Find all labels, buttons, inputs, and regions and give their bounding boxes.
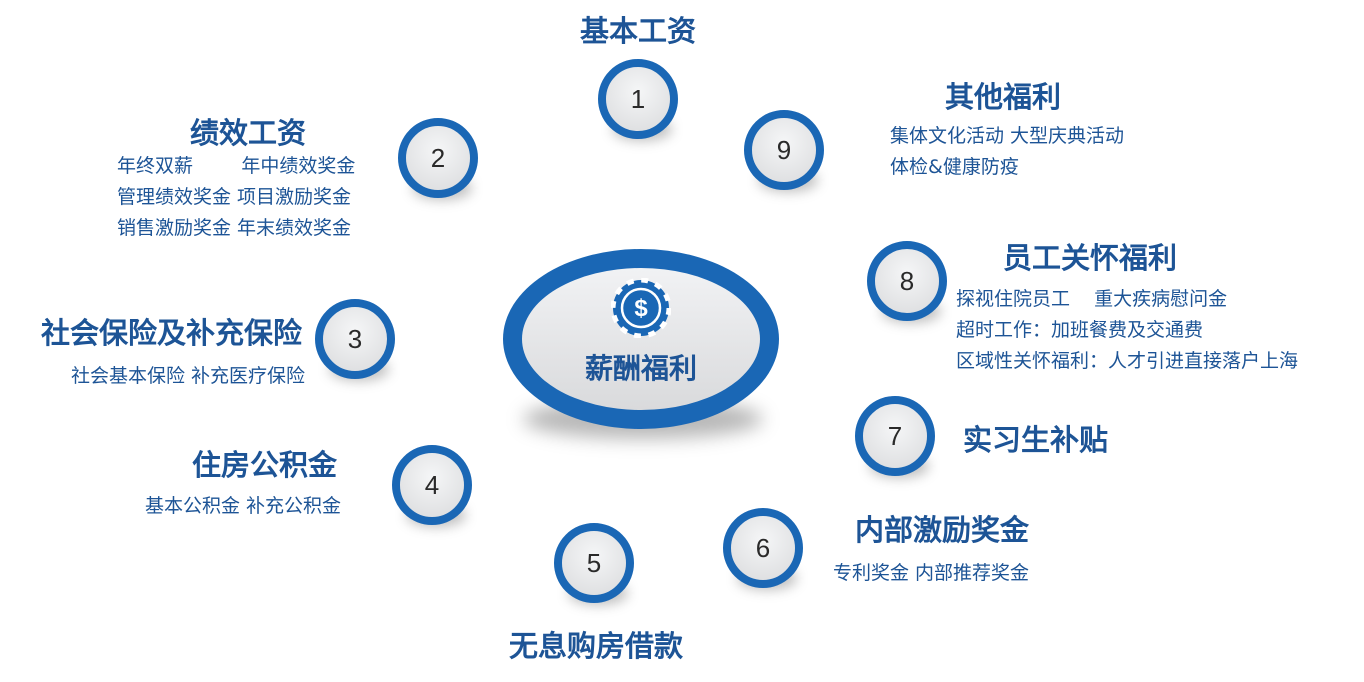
node-2-detail-line: 管理绩效奖金 项目激励奖金 <box>117 186 352 208</box>
node-5-interest-free-loan: 5 <box>554 523 634 605</box>
node-circle: 9 <box>744 110 824 190</box>
node-4-detail-line: 基本公积金 补充公积金 <box>145 495 342 517</box>
node-8-detail-line: 区域性关怀福利：人才引进直接落户上海 <box>956 350 1299 372</box>
node-number: 2 <box>430 142 446 173</box>
center-ellipse <box>503 249 779 429</box>
node-1-title: 基本工资 <box>579 14 696 48</box>
node-circle: 1 <box>598 59 678 139</box>
node-number: 3 <box>347 323 363 354</box>
node-circle: 6 <box>723 508 803 588</box>
node-2-detail-line: 年终双薪 年中绩效奖金 <box>117 155 356 177</box>
center-hub: $ 薪酬福利 <box>503 249 779 439</box>
node-number: 7 <box>887 420 903 451</box>
node-4-housing-fund: 4 <box>392 445 472 527</box>
node-circle: 5 <box>554 523 634 603</box>
node-number: 9 <box>776 134 792 165</box>
svg-text:$: $ <box>634 295 648 322</box>
dollar-chip-icon: $ <box>611 278 671 338</box>
node-8-detail-line: 超时工作：加班餐费及交通费 <box>956 319 1204 341</box>
node-number: 6 <box>755 532 771 563</box>
node-circle: 8 <box>867 241 947 321</box>
node-6-detail-line: 专利奖金 内部推荐奖金 <box>833 562 1030 584</box>
node-2-title: 绩效工资 <box>190 116 307 150</box>
node-8-detail-line: 探视住院员工 重大疾病慰问金 <box>956 288 1228 310</box>
node-2-performance-pay: 2 <box>398 118 478 200</box>
node-7-intern-allowance: 7 <box>855 396 935 478</box>
node-5-title: 无息购房借款 <box>508 629 683 663</box>
node-number: 1 <box>630 83 646 114</box>
node-6-title: 内部激励奖金 <box>855 513 1030 547</box>
node-circle: 7 <box>855 396 935 476</box>
node-8-title: 员工关怀福利 <box>1003 241 1178 275</box>
node-3-social-insurance: 3 <box>315 299 395 381</box>
node-6-internal-bonus: 6 <box>723 508 803 590</box>
node-number: 8 <box>899 265 915 296</box>
node-9-detail-line: 体检&健康防疫 <box>890 156 1019 178</box>
node-1-basic-salary: 1 <box>598 59 678 141</box>
node-9-other-benefits: 9 <box>744 110 824 192</box>
node-7-title: 实习生补贴 <box>963 423 1109 457</box>
node-8-employee-care: 8 <box>867 241 947 323</box>
node-9-title: 其他福利 <box>945 80 1062 114</box>
node-9-detail-line: 集体文化活动 大型庆典活动 <box>890 125 1125 147</box>
node-3-detail-line: 社会基本保险 补充医疗保险 <box>70 365 305 387</box>
node-circle: 3 <box>315 299 395 379</box>
node-number: 5 <box>586 547 602 578</box>
center-label: 薪酬福利 <box>584 352 697 385</box>
node-circle: 2 <box>398 118 478 198</box>
node-3-title: 社会保险及补充保险 <box>40 316 302 350</box>
node-circle: 4 <box>392 445 472 525</box>
node-4-title: 住房公积金 <box>192 448 338 482</box>
node-number: 4 <box>424 469 440 500</box>
node-2-detail-line: 销售激励奖金 年末绩效奖金 <box>117 217 352 239</box>
